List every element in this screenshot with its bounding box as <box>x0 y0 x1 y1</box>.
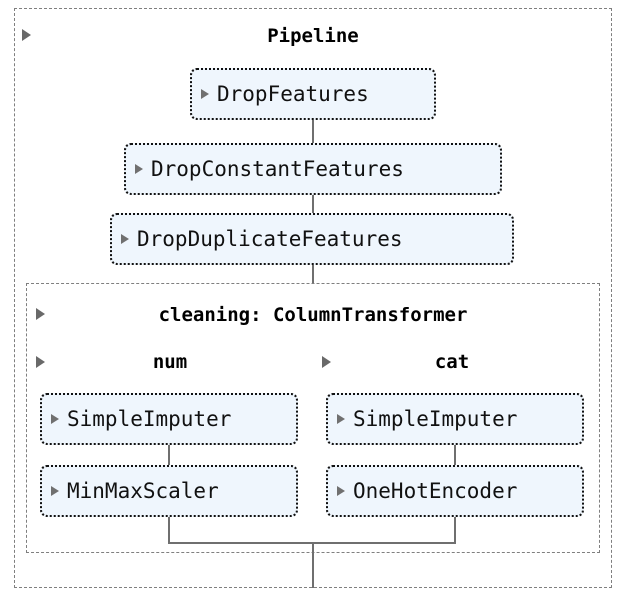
connector-line <box>312 195 314 213</box>
estimator-label: DropConstantFeatures <box>151 156 404 181</box>
estimator-box-onehotencoder[interactable]: OneHotEncoder <box>326 465 584 517</box>
columntransformer-title: cleaning: ColumnTransformer <box>158 304 468 326</box>
estimator-label: DropFeatures <box>217 81 369 106</box>
pipeline-title: Pipeline <box>267 25 359 47</box>
estimator-box-num-simpleimputer[interactable]: SimpleImputer <box>40 393 298 445</box>
connector-line <box>168 445 170 465</box>
pipeline-toggle-triangle-right-icon[interactable] <box>22 29 31 41</box>
connector-line <box>454 517 456 544</box>
triangle-right-icon <box>51 486 59 496</box>
branch-num-title: num <box>152 351 188 373</box>
connector-line <box>312 265 314 283</box>
connector-line <box>312 542 314 588</box>
triangle-right-icon <box>201 89 209 99</box>
triangle-right-icon <box>337 414 345 424</box>
columntransformer-toggle-triangle-right-icon[interactable] <box>36 308 45 320</box>
branch-cat-title: cat <box>434 351 470 373</box>
triangle-right-icon <box>121 234 129 244</box>
estimator-box-dropconstantfeatures[interactable]: DropConstantFeatures <box>124 143 502 195</box>
connector-line <box>312 120 314 143</box>
triangle-right-icon <box>337 486 345 496</box>
triangle-right-icon <box>135 164 143 174</box>
estimator-label: DropDuplicateFeatures <box>137 226 403 251</box>
estimator-label: MinMaxScaler <box>67 478 219 503</box>
estimator-box-dropfeatures[interactable]: DropFeatures <box>190 68 436 120</box>
estimator-label: SimpleImputer <box>353 406 518 431</box>
estimator-box-dropduplicatefeatures[interactable]: DropDuplicateFeatures <box>110 213 514 265</box>
estimator-label: OneHotEncoder <box>353 478 518 503</box>
triangle-right-icon <box>51 414 59 424</box>
branch-num-toggle-triangle-right-icon[interactable] <box>36 356 45 368</box>
connector-line <box>168 517 170 544</box>
connector-line <box>454 445 456 465</box>
estimator-box-cat-simpleimputer[interactable]: SimpleImputer <box>326 393 584 445</box>
branch-cat-toggle-triangle-right-icon[interactable] <box>322 356 331 368</box>
estimator-label: SimpleImputer <box>67 406 232 431</box>
estimator-box-minmaxscaler[interactable]: MinMaxScaler <box>40 465 298 517</box>
